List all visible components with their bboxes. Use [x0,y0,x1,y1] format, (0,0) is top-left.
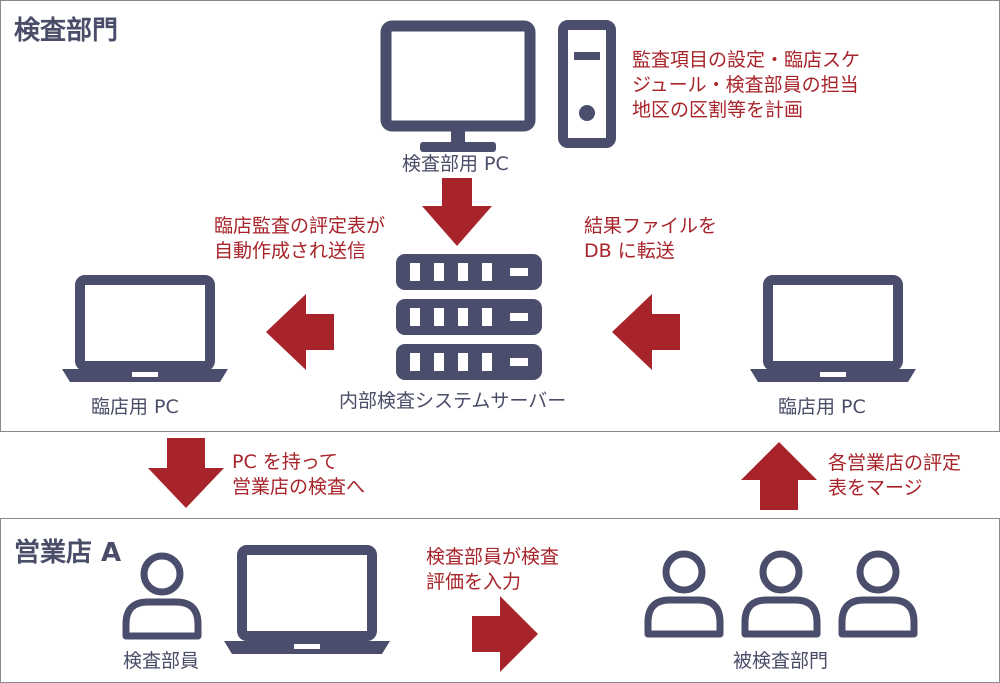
arrow-down-icon [422,178,492,246]
person-icon-2 [644,550,724,638]
plan-text-2: ジュール・検査部員の担当 [632,74,859,96]
input-text-1: 検査部員が検査 [426,546,560,568]
send-text-2: 自動作成され送信 [214,240,367,262]
hq-title: 検査部門 [14,16,119,46]
carry-text-2: 営業店の検査へ [232,476,366,498]
laptop-icon-branch [224,545,390,654]
plan-text-3: 地区の区割等を計画 [632,99,804,121]
server-label: 内部検査システムサーバー [339,390,567,412]
laptop-icon-right [750,275,916,382]
left-laptop-label: 臨店用 PC [91,396,179,418]
merge-text-1: 各営業店の評定 [828,452,962,474]
laptop-icon-left [62,275,228,382]
arrow-left-icon-2 [612,294,680,370]
arrow-left-icon [266,294,334,370]
branch-title: 営業店 A [14,538,122,568]
right-laptop-label: 臨店用 PC [778,396,866,418]
person-icon-4 [838,550,918,638]
merge-text-2: 表をマージ [828,477,923,499]
server-icon [396,254,542,380]
transfer-text-1: 結果ファイルを [584,215,718,237]
tower-icon [558,20,616,148]
arrow-down-icon-2 [148,438,224,508]
transfer-text-2: DB に転送 [584,240,675,262]
plan-text-1: 監査項目の設定・臨店スケ [632,49,861,71]
person-icon [122,552,202,640]
carry-text-1: PC を持って [232,451,338,473]
send-text-1: 臨店監査の評定表が [214,215,386,237]
arrow-right-icon [472,596,538,672]
person-icon-3 [741,550,821,638]
arrow-up-icon [741,442,817,510]
monitor-icon [380,20,536,152]
hq-pc-label: 検査部用 PC [402,153,509,175]
inspector-label: 検査部員 [123,650,200,672]
input-text-2: 評価を入力 [426,571,522,593]
dept-label: 被検査部門 [733,650,829,672]
